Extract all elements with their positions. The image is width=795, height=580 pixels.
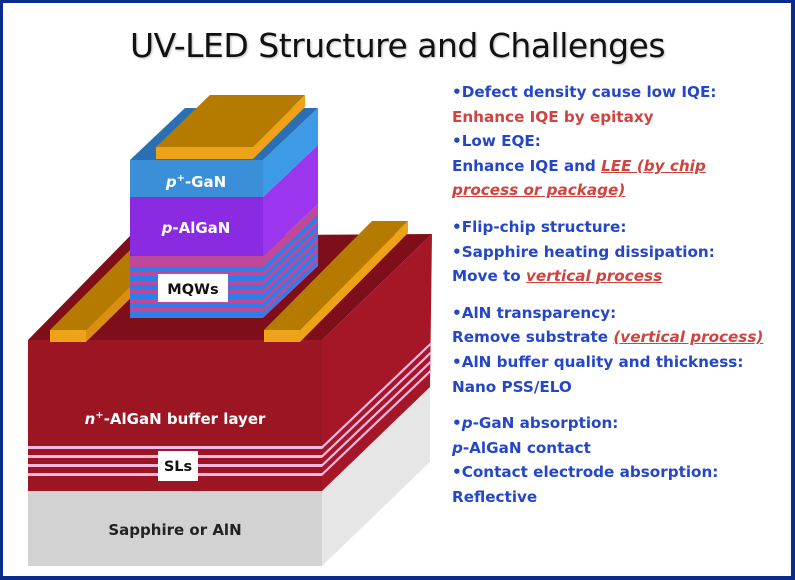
n-electrode-right-top [264,221,408,330]
label-sls: SLs [164,459,192,475]
mqw-stripe-side [263,233,318,290]
notes-group-flipchip: •Flip-chip structure: •Sapphire heating … [452,215,792,289]
substrate-side-face [322,387,430,566]
note-lee-link: LEE (by chip [601,156,706,175]
note-remove-substrate-text: Remove substrate [452,328,614,347]
note-nano-pss-elo: Nano PSS/ELO [452,377,572,396]
note-vertical-process-paren: (vertical process) [613,328,764,347]
substrate-front-face [28,491,322,566]
n-electrode-left-front [50,330,86,342]
p-algan-front-face [130,197,263,256]
n-algan-side-face [322,234,432,491]
note-move-to-text: Move to [452,267,527,286]
sl-stripe-side [322,369,431,476]
label-p-algan: p-AlGaN [161,219,231,237]
mqw-stripe-side [263,215,318,272]
italic-p: p [452,438,463,457]
note-chip-process-package: process or package) [452,181,626,200]
note-remove-substrate: Remove substrate (vertical process) [452,325,792,350]
note-sapphire-heating: •Sapphire heating dissipation: [452,242,715,261]
challenges-notes: •Defect density cause low IQE: Enhance I… [452,80,792,510]
italic-p: p [461,414,473,433]
note-vertical-process: vertical process [526,267,663,286]
p-electrode-top [156,95,305,147]
sls-label-box [158,451,198,481]
note-p-gan-absorption: •p-GaN absorption: [452,411,792,436]
p-electrode-side [253,95,305,159]
sl-stripe-side [322,360,431,467]
bullet: • [452,414,462,433]
mqw-stripe-front [130,267,263,272]
note-lee-continued: process or package) [452,178,792,203]
n-algan-front-face [28,340,322,491]
label-p-gan: p+-GaN [165,173,226,191]
note-defect-density: •Defect density cause low IQE: [452,83,717,101]
p-algan-side-face [263,145,318,256]
notes-group-absorption: •p-GaN absorption: p-AlGaN contact •Cont… [452,411,792,509]
note-aln-transparency: •AlN transparency: [452,303,617,322]
mqw-stripe-side [263,260,318,317]
note-flip-chip: •Flip-chip structure: [452,217,627,236]
label-n-algan: n+-AlGaN buffer layer [85,410,266,428]
notes-group-epitaxy: •Defect density cause low IQE: Enhance I… [452,80,792,203]
substrate-layer [28,387,430,566]
sl-stripe-side [322,351,431,458]
mqws-label-box [158,274,228,302]
p-electrode-front [156,147,253,159]
slide-title: UV-LED Structure and Challenges [129,26,666,65]
note-contact-electrode: •Contact electrode absorption: [452,463,719,482]
label-mqws: MQWs [167,282,218,298]
note-text: -GaN absorption: [472,414,619,433]
p-electrode [156,95,305,159]
note-low-eqe: •Low EQE: [452,132,541,151]
mqw-stripe-side [263,251,318,308]
superlattice-stripes [28,342,431,476]
note-enhance-iqe-lee: Enhance IQE and LEE (by chip [452,154,792,179]
n-electrode-right-front [264,330,300,342]
mqw-stripe-side [263,242,318,299]
mqw-stripe-front [130,312,263,317]
n-electrode-right [264,221,408,342]
label-substrate: Sapphire or AlN [108,521,241,539]
n-electrode-right-side [300,221,408,342]
p-gan-front-face [130,160,263,197]
note-move-vertical: Move to vertical process [452,264,792,289]
notes-group-aln: •AlN transparency: Remove substrate (ver… [452,301,792,399]
sl-stripe-side [322,342,431,449]
note-aln-buffer-quality: •AlN buffer quality and thickness: [452,352,744,371]
mqw-stripe-side [263,224,318,281]
note-reflective: Reflective [452,487,538,506]
mqw-stripe-front [130,303,263,308]
note-p-algan-contact: p-AlGaN contact [452,436,792,461]
p-gan-side-face [263,108,318,197]
n-algan-buffer-layer [28,234,432,491]
note-enhance-iqe-text: Enhance IQE and [452,156,602,175]
note-text: -AlGaN contact [462,438,591,457]
sl-stripe-front [28,446,322,449]
note-enhance-iqe-epitaxy: Enhance IQE by epitaxy [452,107,654,126]
